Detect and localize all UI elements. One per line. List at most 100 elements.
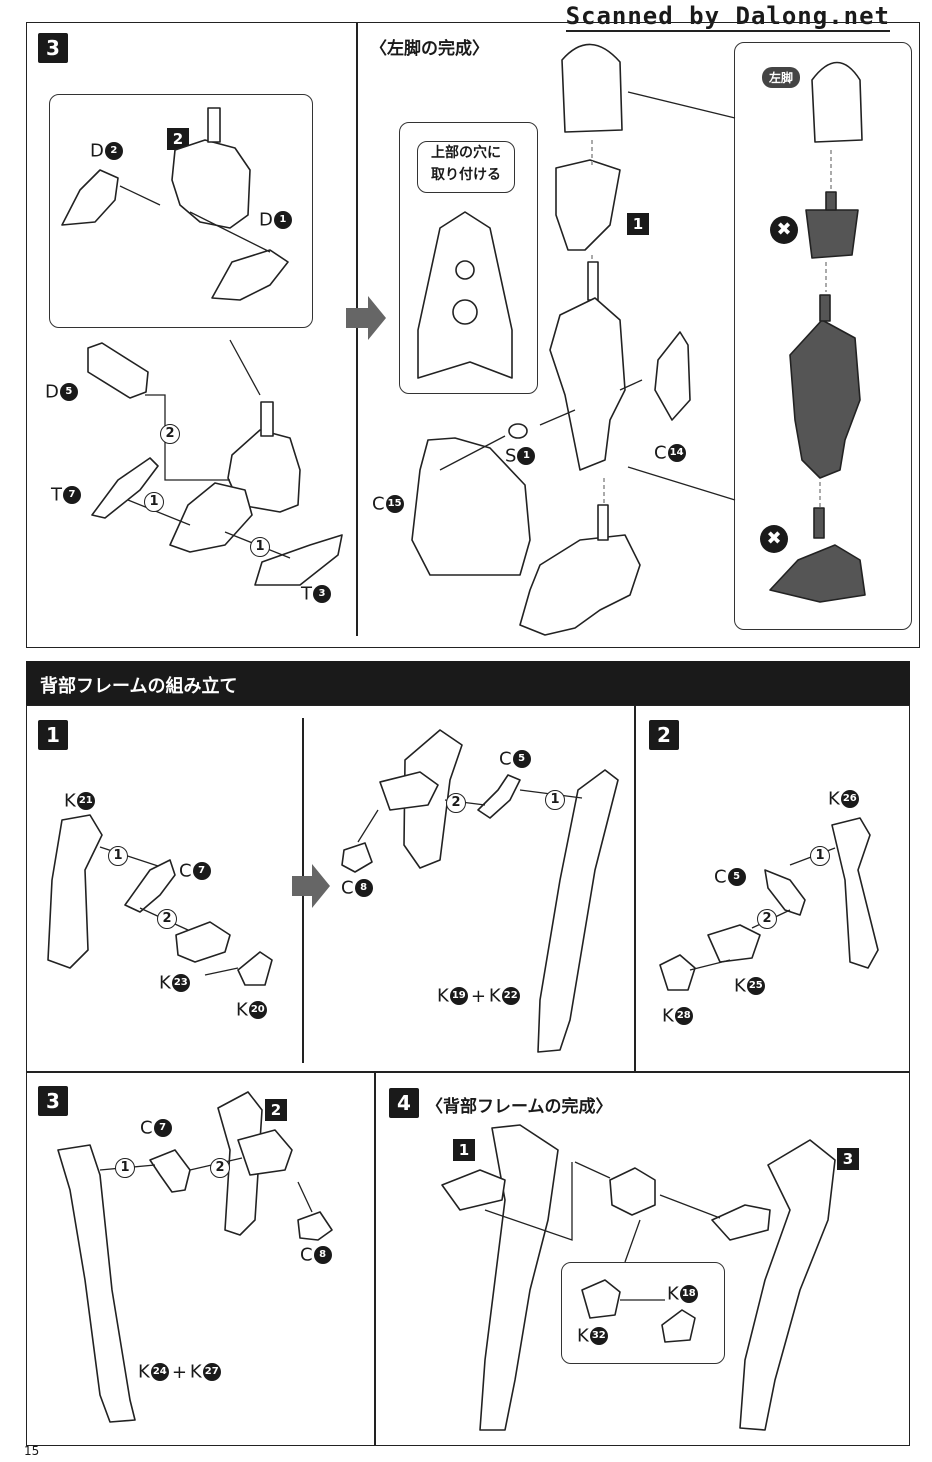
seq-tag: 1	[250, 537, 270, 557]
bf-step3-number: 3	[38, 1086, 68, 1116]
bf-step2-number: 2	[649, 720, 679, 750]
part-k25-drawing	[707, 924, 761, 963]
part-t7-drawing	[91, 457, 159, 519]
seq-tag: 2	[157, 909, 177, 929]
joint-detail-box	[561, 1262, 725, 1364]
seq-tag: 2	[446, 793, 466, 813]
part-c7-drawing	[124, 859, 176, 913]
bf-step3-frame	[26, 1072, 376, 1446]
part-c15-drawing	[411, 437, 531, 576]
left-leg-badge: 左脚	[762, 67, 801, 88]
bf-step4-frame	[374, 1072, 910, 1446]
part-foot-drawing	[169, 482, 253, 553]
wrong-hip-drawing	[805, 209, 859, 259]
wrong-mark-top: ✖	[770, 216, 798, 244]
assembly-right-drawing	[739, 1139, 836, 1431]
part-shin-drawing	[549, 297, 626, 471]
bf-step4-sub-left: 1	[453, 1139, 475, 1161]
page-number: 15	[24, 1444, 40, 1458]
seq-tag: 2	[160, 424, 180, 444]
part-d1-drawing	[211, 249, 289, 301]
part-s1-drawing	[508, 423, 528, 439]
attach-note: 上部の穴に 取り付ける	[417, 141, 515, 193]
part-k20-drawing	[237, 951, 273, 986]
part-k19-drawing	[537, 769, 619, 1053]
seq-tag: 2	[757, 909, 777, 929]
seq-tag: 1	[115, 1158, 135, 1178]
part-frame-top-drawing	[403, 729, 463, 869]
wrong-shin-drawing	[789, 319, 861, 479]
bf-step1-number: 1	[38, 720, 68, 750]
bf-step3-sub: 2	[265, 1099, 287, 1121]
back-frame-complete-title: 〈背部フレームの完成〉	[426, 1097, 613, 1117]
part-c8-s3-drawing	[297, 1211, 333, 1241]
next-arrow-mid	[292, 864, 330, 908]
part-d5-drawing	[87, 342, 149, 399]
part-hip-joint-drawing	[171, 139, 251, 229]
part-c14-drawing	[654, 331, 691, 421]
seq-tag: 2	[210, 1158, 230, 1178]
assembly-left-drawing	[479, 1124, 559, 1431]
part-k26-drawing	[831, 817, 879, 969]
step3-top-frame	[26, 22, 920, 648]
attach-note-line1: 上部の穴に	[431, 145, 501, 161]
step-number: 3	[38, 33, 68, 63]
watermark: Scanned by Dalong.net	[565, 2, 890, 32]
back-frame-title: 背部フレームの組み立て	[40, 676, 238, 697]
part-k24-drawing	[57, 1144, 136, 1423]
part-k32-drawing	[581, 1279, 621, 1319]
bf-step4-sub-right: 3	[837, 1148, 859, 1170]
step3-divider	[356, 22, 358, 636]
part-d2-drawing	[61, 169, 119, 226]
seq-tag: 1	[108, 846, 128, 866]
joint-drawing	[609, 1167, 656, 1216]
bf-step2-frame	[634, 705, 910, 1072]
inset-step-number: 2	[167, 128, 189, 150]
bf-step1-frame	[26, 705, 636, 1072]
left-leg-complete-title: 〈左脚の完成〉	[370, 39, 489, 59]
part-c5-s2-drawing	[764, 869, 806, 916]
attach-note-line2: 取り付ける	[431, 167, 501, 183]
back-frame-banner: 背部フレームの組み立て	[26, 661, 910, 705]
part-t3-drawing	[254, 534, 343, 586]
part-k28-drawing	[659, 954, 696, 991]
wrong-foot-drawing	[769, 544, 866, 603]
wrong-assembly-box	[734, 42, 912, 630]
part-c7-s3-drawing	[149, 1149, 191, 1193]
cap-top-drawing	[561, 43, 623, 133]
part-k18-drawing	[661, 1309, 696, 1343]
wrong-cap-drawing	[811, 61, 863, 143]
seq-tag: 1	[810, 846, 830, 866]
next-arrow-top	[346, 296, 386, 340]
part-k23-drawing	[175, 921, 231, 963]
hip-detail-box	[399, 122, 538, 394]
part-c8-drawing	[341, 842, 373, 873]
part-c5-drawing	[477, 774, 521, 819]
wrong-mark-bottom: ✖	[760, 525, 788, 553]
part-knee-cover-drawing	[555, 159, 621, 251]
